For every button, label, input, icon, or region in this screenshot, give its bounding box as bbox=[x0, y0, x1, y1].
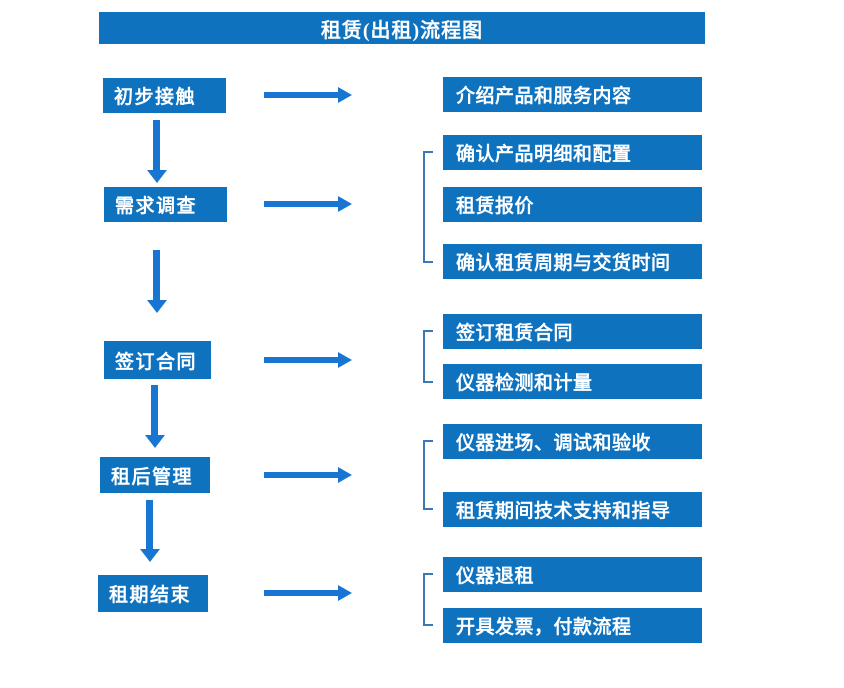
arrow-right-icon bbox=[264, 352, 352, 368]
stage-box-demand-survey: 需求调查 bbox=[104, 187, 227, 222]
bracket-rental-end-group bbox=[423, 573, 433, 626]
flowchart-title: 租赁(出租)流程图 bbox=[99, 12, 705, 44]
arrow-down-icon bbox=[147, 120, 167, 183]
bracket-post-rental-group bbox=[423, 440, 433, 510]
arrow-down-icon bbox=[145, 385, 165, 448]
stage-box-initial-contact: 初步接触 bbox=[103, 78, 226, 113]
detail-box-intro-products: 介绍产品和服务内容 bbox=[443, 77, 702, 112]
arrow-down-icon bbox=[147, 250, 167, 313]
detail-box-rental-quote: 租赁报价 bbox=[443, 187, 702, 222]
arrow-right-icon bbox=[264, 87, 352, 103]
stage-box-post-rental: 租后管理 bbox=[100, 457, 210, 493]
detail-box-invoice-payment: 开具发票，付款流程 bbox=[443, 608, 702, 643]
detail-box-instrument-return: 仪器退租 bbox=[443, 557, 702, 592]
detail-box-confirm-config: 确认产品明细和配置 bbox=[443, 135, 702, 170]
detail-box-sign-lease: 签订租赁合同 bbox=[443, 314, 702, 349]
detail-box-tech-support: 租赁期间技术支持和指导 bbox=[443, 492, 702, 527]
stage-box-sign-contract: 签订合同 bbox=[104, 341, 211, 379]
detail-box-instrument-test: 仪器检测和计量 bbox=[443, 364, 702, 399]
bracket-demand-survey-group bbox=[423, 151, 433, 263]
arrow-down-icon bbox=[140, 500, 160, 562]
arrow-right-icon bbox=[264, 585, 352, 601]
stage-box-rental-end: 租期结束 bbox=[98, 575, 208, 612]
detail-box-instrument-setup: 仪器进场、调试和验收 bbox=[443, 424, 702, 459]
arrow-right-icon bbox=[264, 467, 352, 483]
bracket-sign-contract-group bbox=[423, 330, 433, 383]
detail-box-confirm-period: 确认租赁周期与交货时间 bbox=[443, 244, 702, 279]
arrow-right-icon bbox=[264, 196, 352, 212]
